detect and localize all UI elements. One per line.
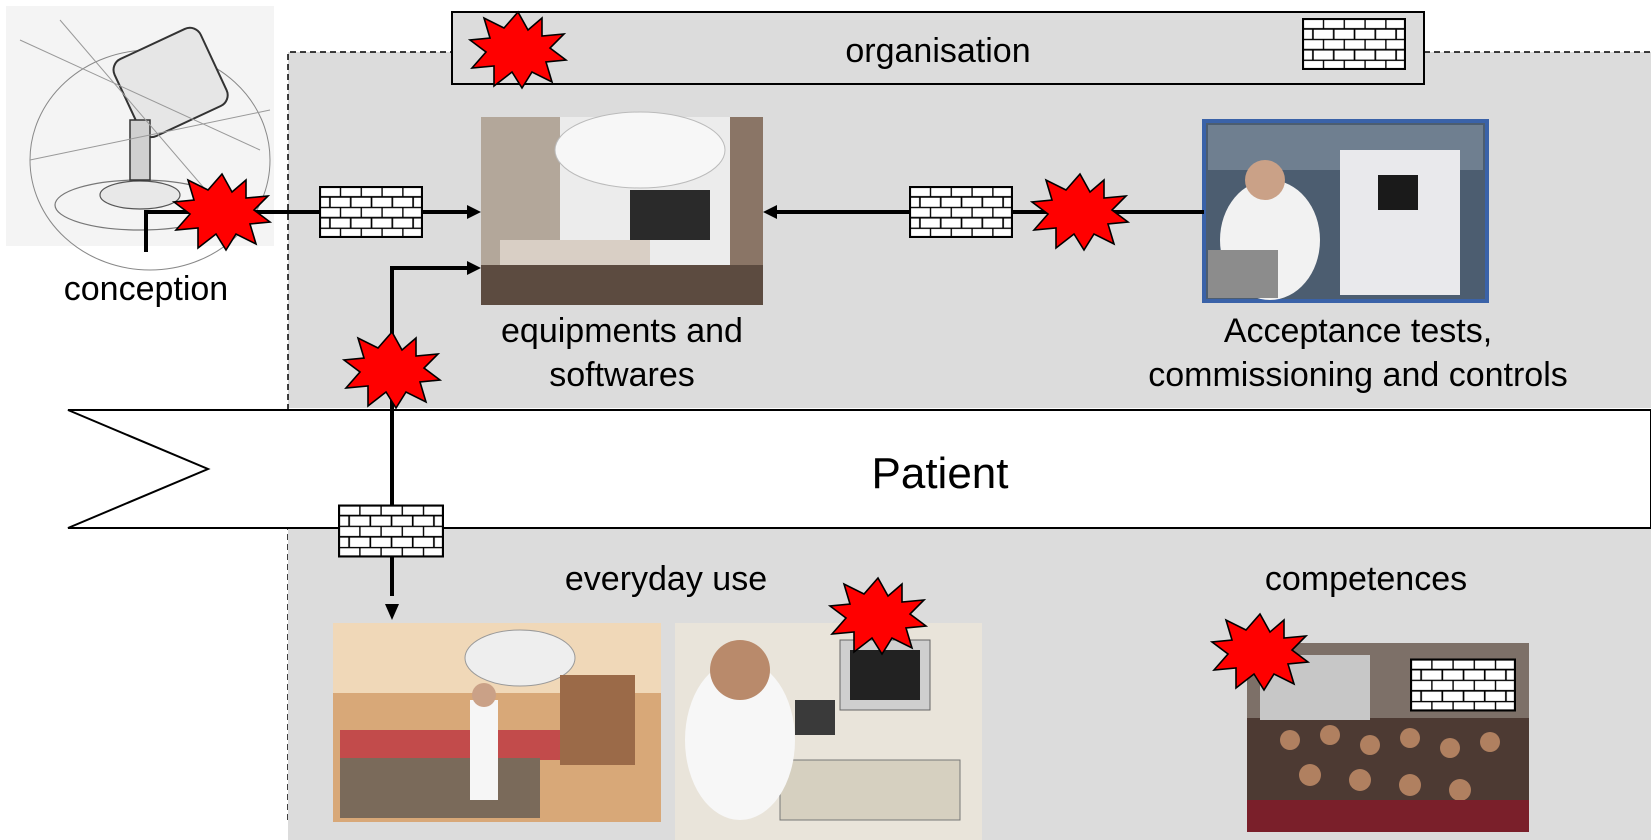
equipments-label-line1: equipments and [501,312,743,350]
barrier-icon [318,186,424,238]
barrier-icon [338,504,444,558]
competences-label: competences [1265,560,1467,598]
organisation-label: organisation [845,32,1030,70]
barrier-icon [1410,658,1516,712]
treatment-room-photo [333,623,661,822]
acceptance-photo [1202,119,1489,303]
patient-label: Patient [872,449,1009,498]
control-console-photo [675,623,982,840]
arrow-to-linac-from-conception [467,205,481,219]
acceptance-label-line1: Acceptance tests, [1224,312,1492,350]
organisation-box: organisation [451,11,1425,85]
arrow-to-linac-from-acceptance [763,205,777,219]
acceptance-label-line2: commissioning and controls [1148,356,1568,394]
patient-riser [390,266,470,596]
linac-photo [481,111,763,305]
patient-band: Patient [67,409,1651,529]
conception-label: conception [64,270,228,308]
barrier-icon [1302,18,1406,70]
equipments-label-line2: softwares [549,356,695,394]
everyday-use-label: everyday use [565,560,767,598]
arrow-to-linac-lower [467,261,481,275]
barrier-icon [908,186,1014,238]
arrow-down-to-treatment [385,604,399,620]
arrowheads [385,205,777,620]
